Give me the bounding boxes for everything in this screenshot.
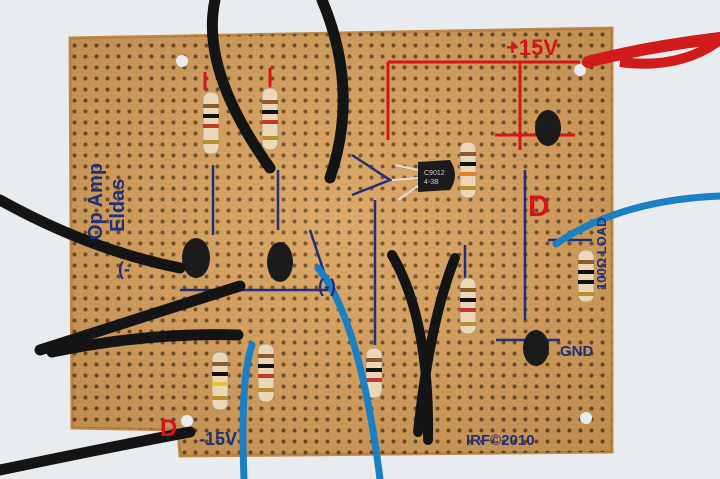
title-eldas: Eldas	[107, 179, 129, 232]
positive-rail-traces	[203, 60, 580, 150]
title-op-amp: Op Amp	[85, 163, 107, 240]
resistor	[459, 141, 477, 199]
black-wires	[0, 0, 460, 476]
transistor-q4	[523, 330, 549, 366]
transistor-c9012: C9012 4-3B	[391, 160, 455, 201]
output-marker: (-)	[318, 276, 336, 296]
resistor	[261, 87, 279, 151]
svg-text:4-3B: 4-3B	[424, 179, 439, 186]
led-marker-right: D	[528, 190, 550, 223]
input-marker: (-	[118, 259, 130, 279]
mounting-hole	[580, 412, 592, 424]
resistor	[202, 91, 220, 155]
mounting-hole	[181, 415, 193, 427]
transistor-q3	[535, 110, 561, 146]
mounting-hole	[176, 55, 188, 67]
negative-supply-label: -15V	[199, 429, 237, 449]
transistor-q2	[267, 242, 293, 282]
signal-traces	[180, 153, 592, 345]
positive-supply-label: +15V	[506, 35, 558, 60]
mounting-hole	[574, 64, 586, 76]
load-label: 100Ω LOAD	[594, 217, 609, 290]
signature-label: IRF©2010	[466, 432, 535, 449]
blue-wires	[239, 192, 720, 479]
ground-label: GND	[560, 343, 594, 360]
resistor	[577, 249, 595, 303]
red-wire-positive-supply	[582, 32, 720, 69]
chip-marking: C9012	[424, 170, 445, 177]
transistor-q1	[182, 238, 210, 278]
resistor	[365, 347, 383, 399]
resistor	[211, 351, 229, 411]
resistor	[459, 277, 477, 335]
resistor	[257, 343, 275, 403]
led-marker-left: D	[160, 415, 177, 442]
